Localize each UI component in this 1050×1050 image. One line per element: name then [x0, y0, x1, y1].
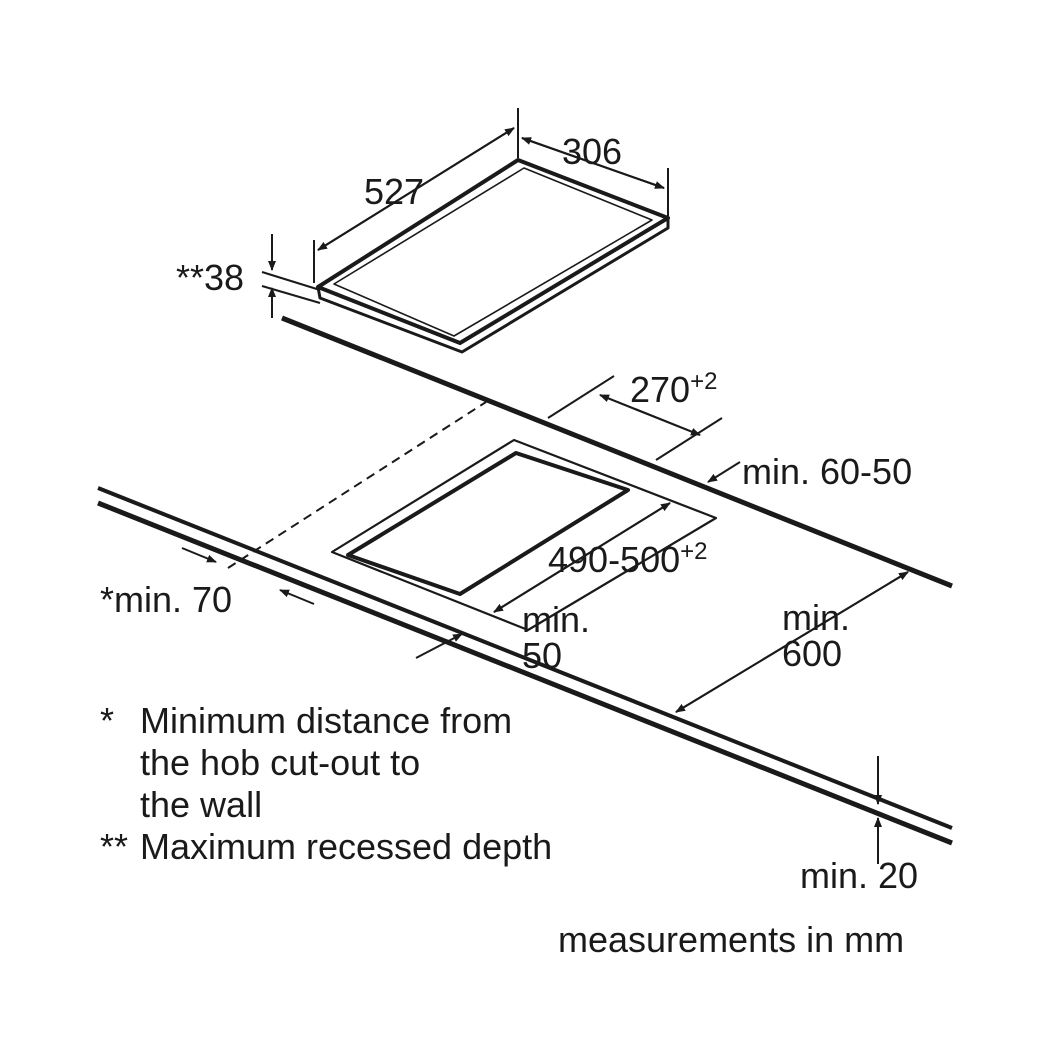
- hob-width-label: 306: [562, 131, 623, 172]
- recessed-depth-dimension: [261, 234, 321, 318]
- cutout-width-tolerance: +2: [690, 368, 718, 395]
- cutout-depth-dimension: [493, 502, 671, 613]
- recessed-depth-label: **38: [176, 257, 245, 298]
- back-distance-dimension: [707, 461, 741, 483]
- worktop-depth-label-line2: 600: [782, 633, 843, 674]
- wall-distance-dimension: [181, 547, 315, 605]
- back-distance-label: min. 60-50: [742, 451, 913, 492]
- footnote-mark-single: *: [100, 700, 115, 741]
- cutout-depth-value: 490-500: [548, 539, 681, 580]
- footnote-1-line-1: Minimum distance from: [140, 700, 513, 741]
- front-distance-dimension: [415, 633, 463, 659]
- worktop-thickness-label: min. 20: [800, 855, 919, 896]
- footnote-mark-double: **: [100, 826, 129, 867]
- worktop-depth-dimension: [675, 571, 909, 713]
- hob-width-dimension: [521, 137, 669, 216]
- cutout-width-label: 270+2: [630, 368, 718, 410]
- footnote-wall-distance: * Minimum distance from the hob cut-out t…: [100, 700, 512, 826]
- hob-depth-dimension: [313, 108, 519, 283]
- hob-outline: [316, 158, 670, 354]
- hob-depth-label: 527: [364, 171, 425, 212]
- cutout-depth-label: 490-500+2: [548, 538, 708, 580]
- wall-distance-label: *min. 70: [100, 579, 233, 620]
- cutout-width-value: 270: [630, 369, 691, 410]
- footnote-1-line-3: the wall: [140, 784, 263, 825]
- footnote-1-line-2: the hob cut-out to: [140, 742, 421, 783]
- front-distance-label-line2: 50: [522, 635, 563, 676]
- footnote-recessed-depth: ** Maximum recessed depth: [100, 826, 552, 868]
- worktop-depth-label-line1: min.: [782, 597, 851, 638]
- front-distance-label-line1: min.: [522, 599, 591, 640]
- cutout-width-dimension: [547, 375, 723, 461]
- worktop: [97, 315, 953, 846]
- footnote-2-line-1: Maximum recessed depth: [140, 826, 553, 867]
- units-note: measurements in mm: [558, 919, 905, 960]
- cutout-outline: [330, 438, 718, 632]
- cutout-depth-tolerance: +2: [680, 538, 708, 565]
